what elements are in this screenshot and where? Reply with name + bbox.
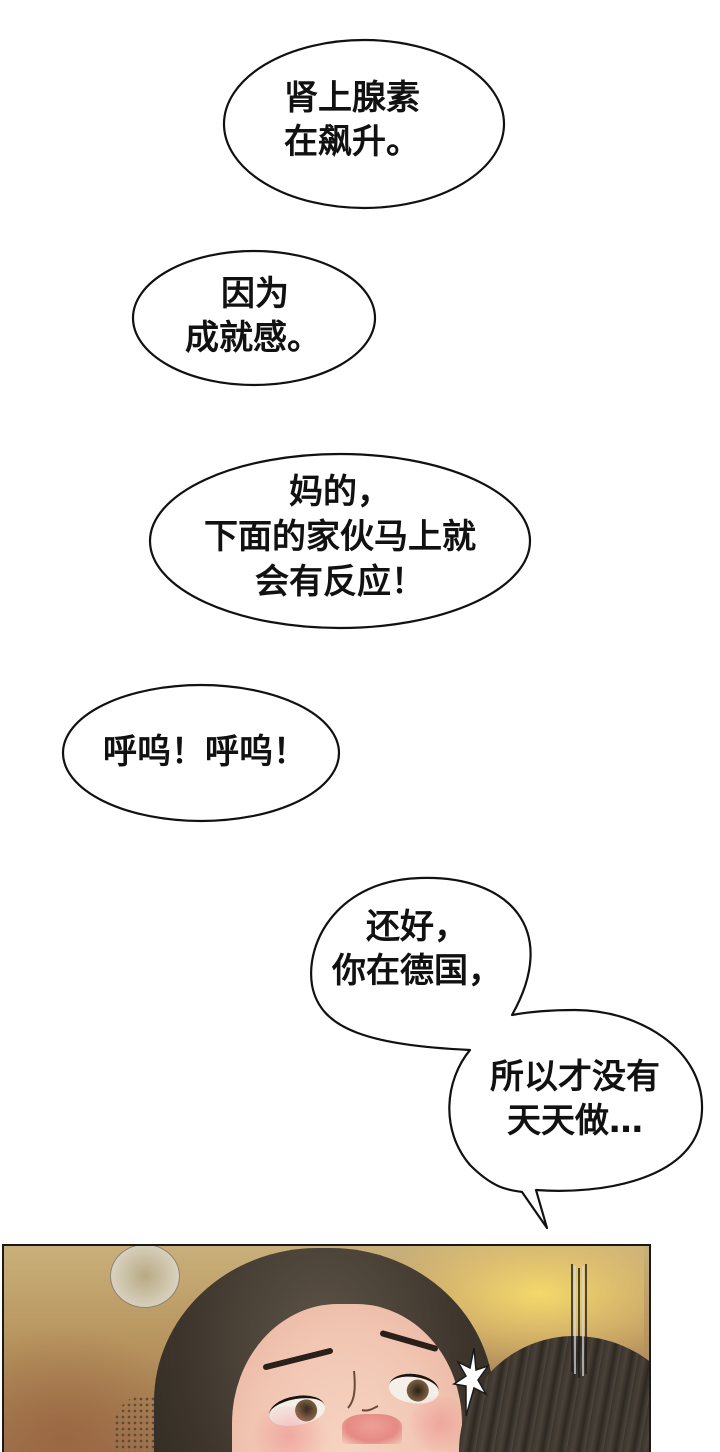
bubble-line: 呼呜！呼呜！ [103, 732, 307, 772]
woman-mouth [342, 1414, 402, 1444]
bubble-everyday: 所以才没有 天天做… [465, 1055, 685, 1143]
bubble-line: 妈的， [289, 472, 391, 512]
bubble-line: 还好， [366, 907, 468, 947]
bubble-line: 会有反应！ [255, 561, 425, 602]
bubble-line: 天天做… [507, 1101, 643, 1142]
bubble-line: 因为 [221, 274, 289, 314]
shock-lines-icon [571, 1264, 587, 1378]
bubble-panting: 呼呜！呼呜！ [80, 730, 330, 774]
bubble-line: 下面的家伙马上就 [204, 516, 476, 557]
bubble-line: 所以才没有 [490, 1057, 660, 1097]
woman-left-blush [244, 1406, 334, 1452]
bubble-achievement: 因为 成就感。 [150, 272, 360, 360]
bubble-line: 你在德国， [332, 951, 502, 992]
bubble-line: 肾上腺素 [284, 78, 420, 118]
smoke-puff-icon [110, 1246, 180, 1308]
bubble-reaction: 妈的， 下面的家伙马上就 会有反应！ [160, 470, 520, 605]
bubble-germany: 还好， 你在德国， [322, 905, 512, 993]
comic-panel-illustration [2, 1244, 651, 1452]
bubble-line: 在飙升。 [284, 122, 420, 163]
bubble-line: 成就感。 [185, 318, 321, 359]
woman-nose [347, 1370, 379, 1412]
anger-vein-icon [452, 1348, 490, 1417]
bubble-adrenaline: 肾上腺素 在飙升。 [240, 76, 488, 164]
